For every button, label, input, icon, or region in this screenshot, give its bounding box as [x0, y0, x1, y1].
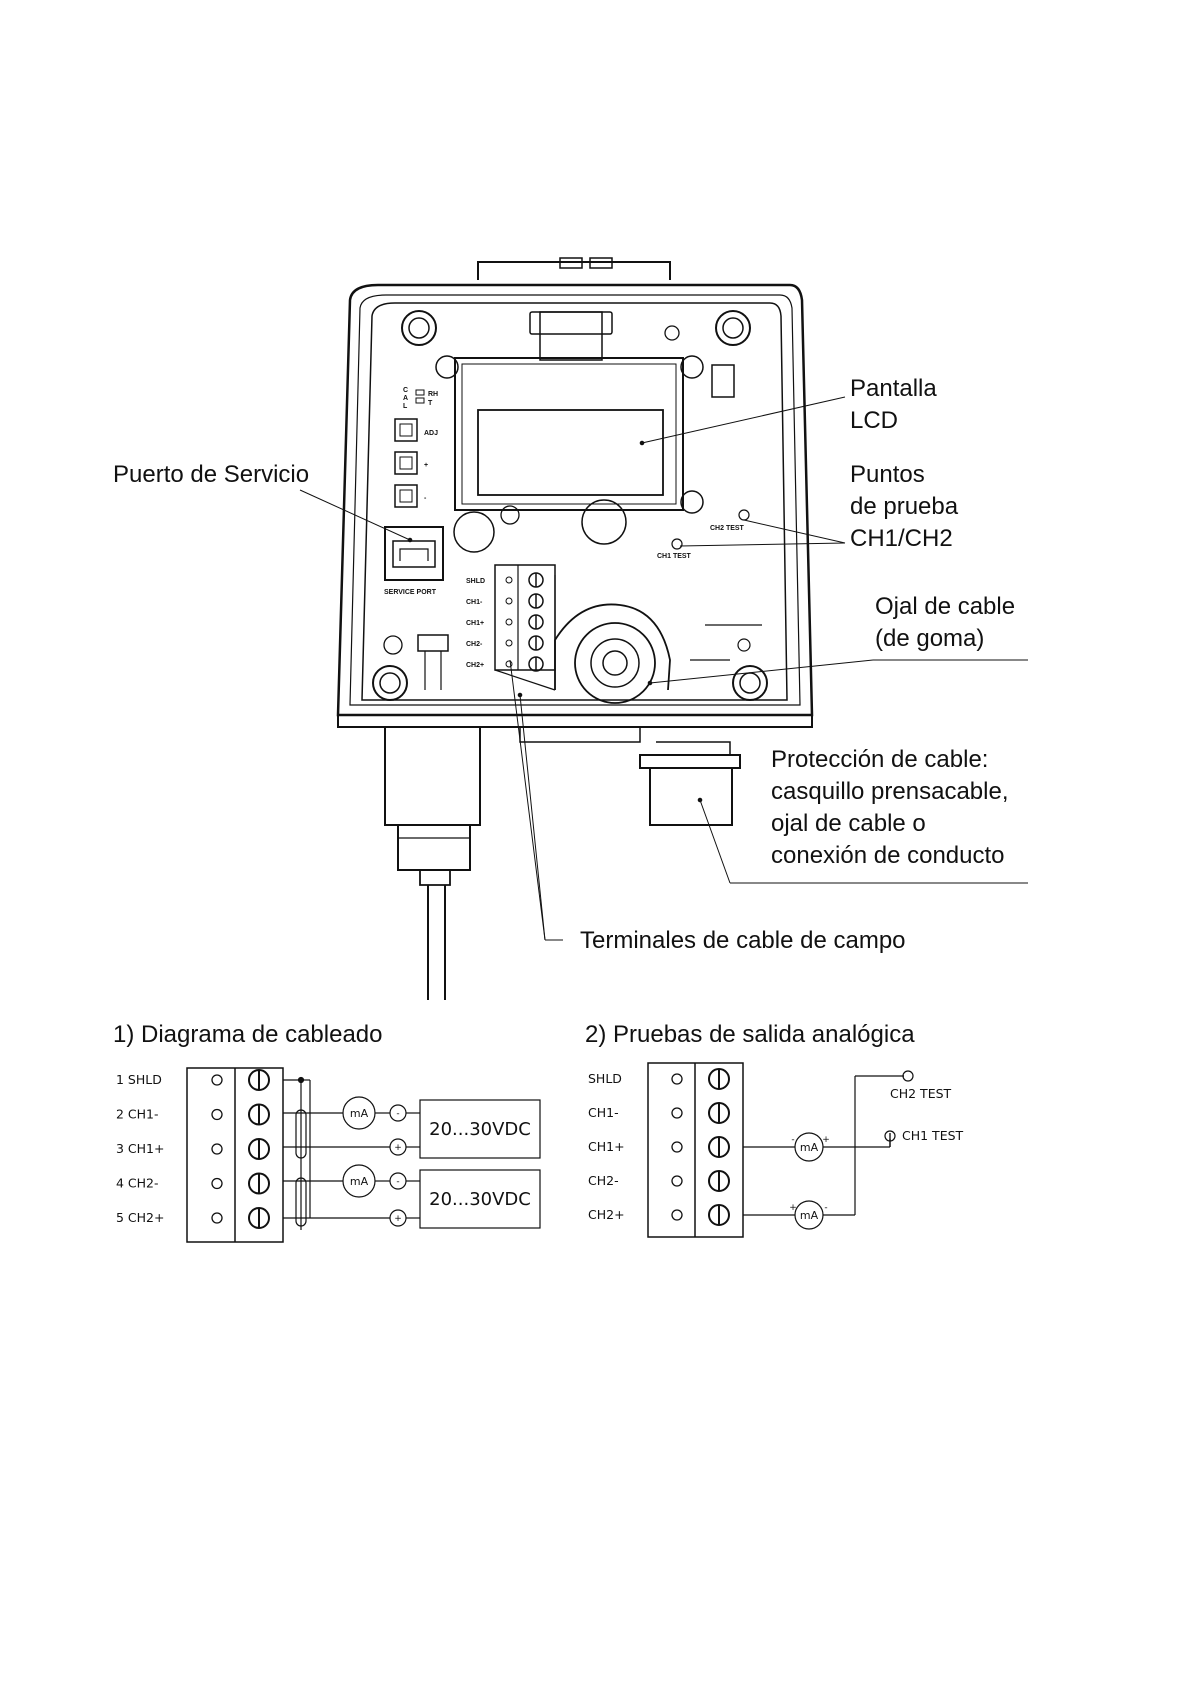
- lcd-callout-line1: Pantalla: [850, 375, 937, 402]
- analog-minus-ch2: -: [824, 1203, 827, 1213]
- rh-label: RH: [428, 391, 438, 398]
- grommet-callout-line1: Ojal de cable: [875, 593, 1015, 620]
- terminal-label: CH1+: [588, 1139, 625, 1154]
- terminal-hole: [211, 1074, 223, 1086]
- analog-test-title: 2) Pruebas de salida analógica: [585, 1021, 915, 1048]
- analog-meter-ch2: mA: [800, 1209, 819, 1222]
- analog-minus-ch1: -: [791, 1135, 794, 1145]
- protection-callout-line3: ojal de cable o: [771, 810, 926, 837]
- test-points-callout-line1: Puntos: [850, 461, 925, 488]
- analog-ch2-test-label: CH2 TEST: [890, 1086, 952, 1101]
- terminal-label: CH1-: [588, 1105, 619, 1120]
- test-points-callout-line2: de prueba: [850, 493, 959, 520]
- device-terminal-label: SHLD: [466, 578, 485, 585]
- callouts: Pantalla LCD Puerto de Servicio Puntos d…: [113, 375, 1015, 954]
- device-terminal-block: SHLD CH1- CH1+ CH2- CH2+: [466, 572, 544, 672]
- wiring-diagram: 1) Diagrama de cableado 1 SHLD 2 CH1- 3 CH…: [113, 1021, 541, 1243]
- terminal-label: 2 CH1-: [116, 1107, 159, 1122]
- terminal-hole: [211, 1212, 223, 1224]
- protection-callout-line1: Protección de cable:: [771, 746, 988, 773]
- terminal-hole: [211, 1108, 223, 1121]
- terminal-hole: [671, 1141, 683, 1153]
- device-silk-labels: ADJ + - C A L RH T SERVICE PORT CH1 TEST…: [384, 387, 745, 596]
- device-drawing: [336, 257, 814, 1000]
- wiring-minus-ch1: -: [396, 1109, 399, 1119]
- terminal-label: CH2+: [588, 1207, 625, 1222]
- wiring-title: 1) Diagrama de cableado: [113, 1021, 383, 1048]
- terminal-hole: [211, 1143, 223, 1155]
- terminal-label: CH2-: [588, 1173, 619, 1188]
- device-terminal-label: CH2+: [466, 662, 484, 669]
- service-port-callout: Puerto de Servicio: [113, 461, 309, 488]
- minus-label: -: [424, 495, 427, 502]
- analog-meter-ch1: mA: [800, 1141, 819, 1154]
- terminal-hole: [671, 1107, 683, 1119]
- analog-test-diagram: 2) Pruebas de salida analógica SHLD CH1- C…: [585, 1021, 964, 1238]
- cal-c-label: C: [403, 387, 408, 394]
- lcd-callout-line2: LCD: [850, 407, 898, 434]
- test-points-callout-line3: CH1/CH2: [850, 525, 953, 552]
- protection-callout-line4: conexión de conducto: [771, 842, 1005, 869]
- ch2-test-silk: CH2 TEST: [710, 525, 745, 532]
- terminal-hole: [671, 1209, 683, 1221]
- device-terminal-hole: [505, 576, 513, 584]
- wiring-terminal-rows: 1 SHLD 2 CH1- 3 CH1+ 4 CH2- 5 CH2+: [116, 1069, 270, 1229]
- terminal-label: 1 SHLD: [116, 1072, 162, 1087]
- device-terminal-hole: [505, 639, 513, 647]
- device-terminal-hole: [505, 597, 513, 605]
- terminal-label: 3 CH1+: [116, 1141, 164, 1156]
- ch1-test-silk: CH1 TEST: [657, 553, 692, 560]
- terminal-label: 4 CH2-: [116, 1176, 159, 1191]
- analog-ch1-test-label: CH1 TEST: [902, 1128, 964, 1143]
- field-terminals-callout: Terminales de cable de campo: [580, 927, 906, 954]
- wiring-plus-ch2: +: [394, 1214, 402, 1224]
- analog-terminal-rows: SHLD CH1- CH1+ CH2- CH2+: [588, 1068, 730, 1226]
- terminal-hole: [211, 1177, 223, 1190]
- device-terminal-hole: [505, 618, 513, 626]
- wiring-meter-ch2: mA: [350, 1175, 369, 1188]
- device-terminal-label: CH1-: [466, 599, 483, 606]
- plus-label: +: [424, 462, 428, 469]
- wiring-lines: [283, 1076, 541, 1230]
- service-port-silk: SERVICE PORT: [384, 589, 437, 596]
- leader-lines: [299, 396, 1028, 941]
- analog-test-lines: [743, 1070, 914, 1230]
- terminal-hole: [671, 1175, 683, 1187]
- analog-plus-ch1: +: [822, 1135, 830, 1145]
- protection-callout-line2: casquillo prensacable,: [771, 778, 1008, 805]
- supply-ch2: 20...30VDC: [429, 1189, 531, 1210]
- wiring-meter-ch1: mA: [350, 1107, 369, 1120]
- supply-ch1: 20...30VDC: [429, 1119, 531, 1140]
- t-label: T: [428, 400, 433, 407]
- device-terminal-hole: [505, 660, 513, 668]
- grommet-callout-line2: (de goma): [875, 625, 984, 652]
- terminal-label: SHLD: [588, 1071, 622, 1086]
- cal-a-label: A: [403, 395, 408, 402]
- terminal-hole: [671, 1073, 683, 1085]
- cal-l-label: L: [403, 403, 408, 410]
- analog-plus-ch2: +: [789, 1203, 797, 1213]
- device-terminal-label: CH2-: [466, 641, 483, 648]
- terminal-label: 5 CH2+: [116, 1210, 164, 1225]
- wiring-plus-ch1: +: [394, 1143, 402, 1153]
- wiring-minus-ch2: -: [396, 1177, 399, 1187]
- device-terminal-label: CH1+: [466, 620, 484, 627]
- adj-label: ADJ: [424, 430, 438, 437]
